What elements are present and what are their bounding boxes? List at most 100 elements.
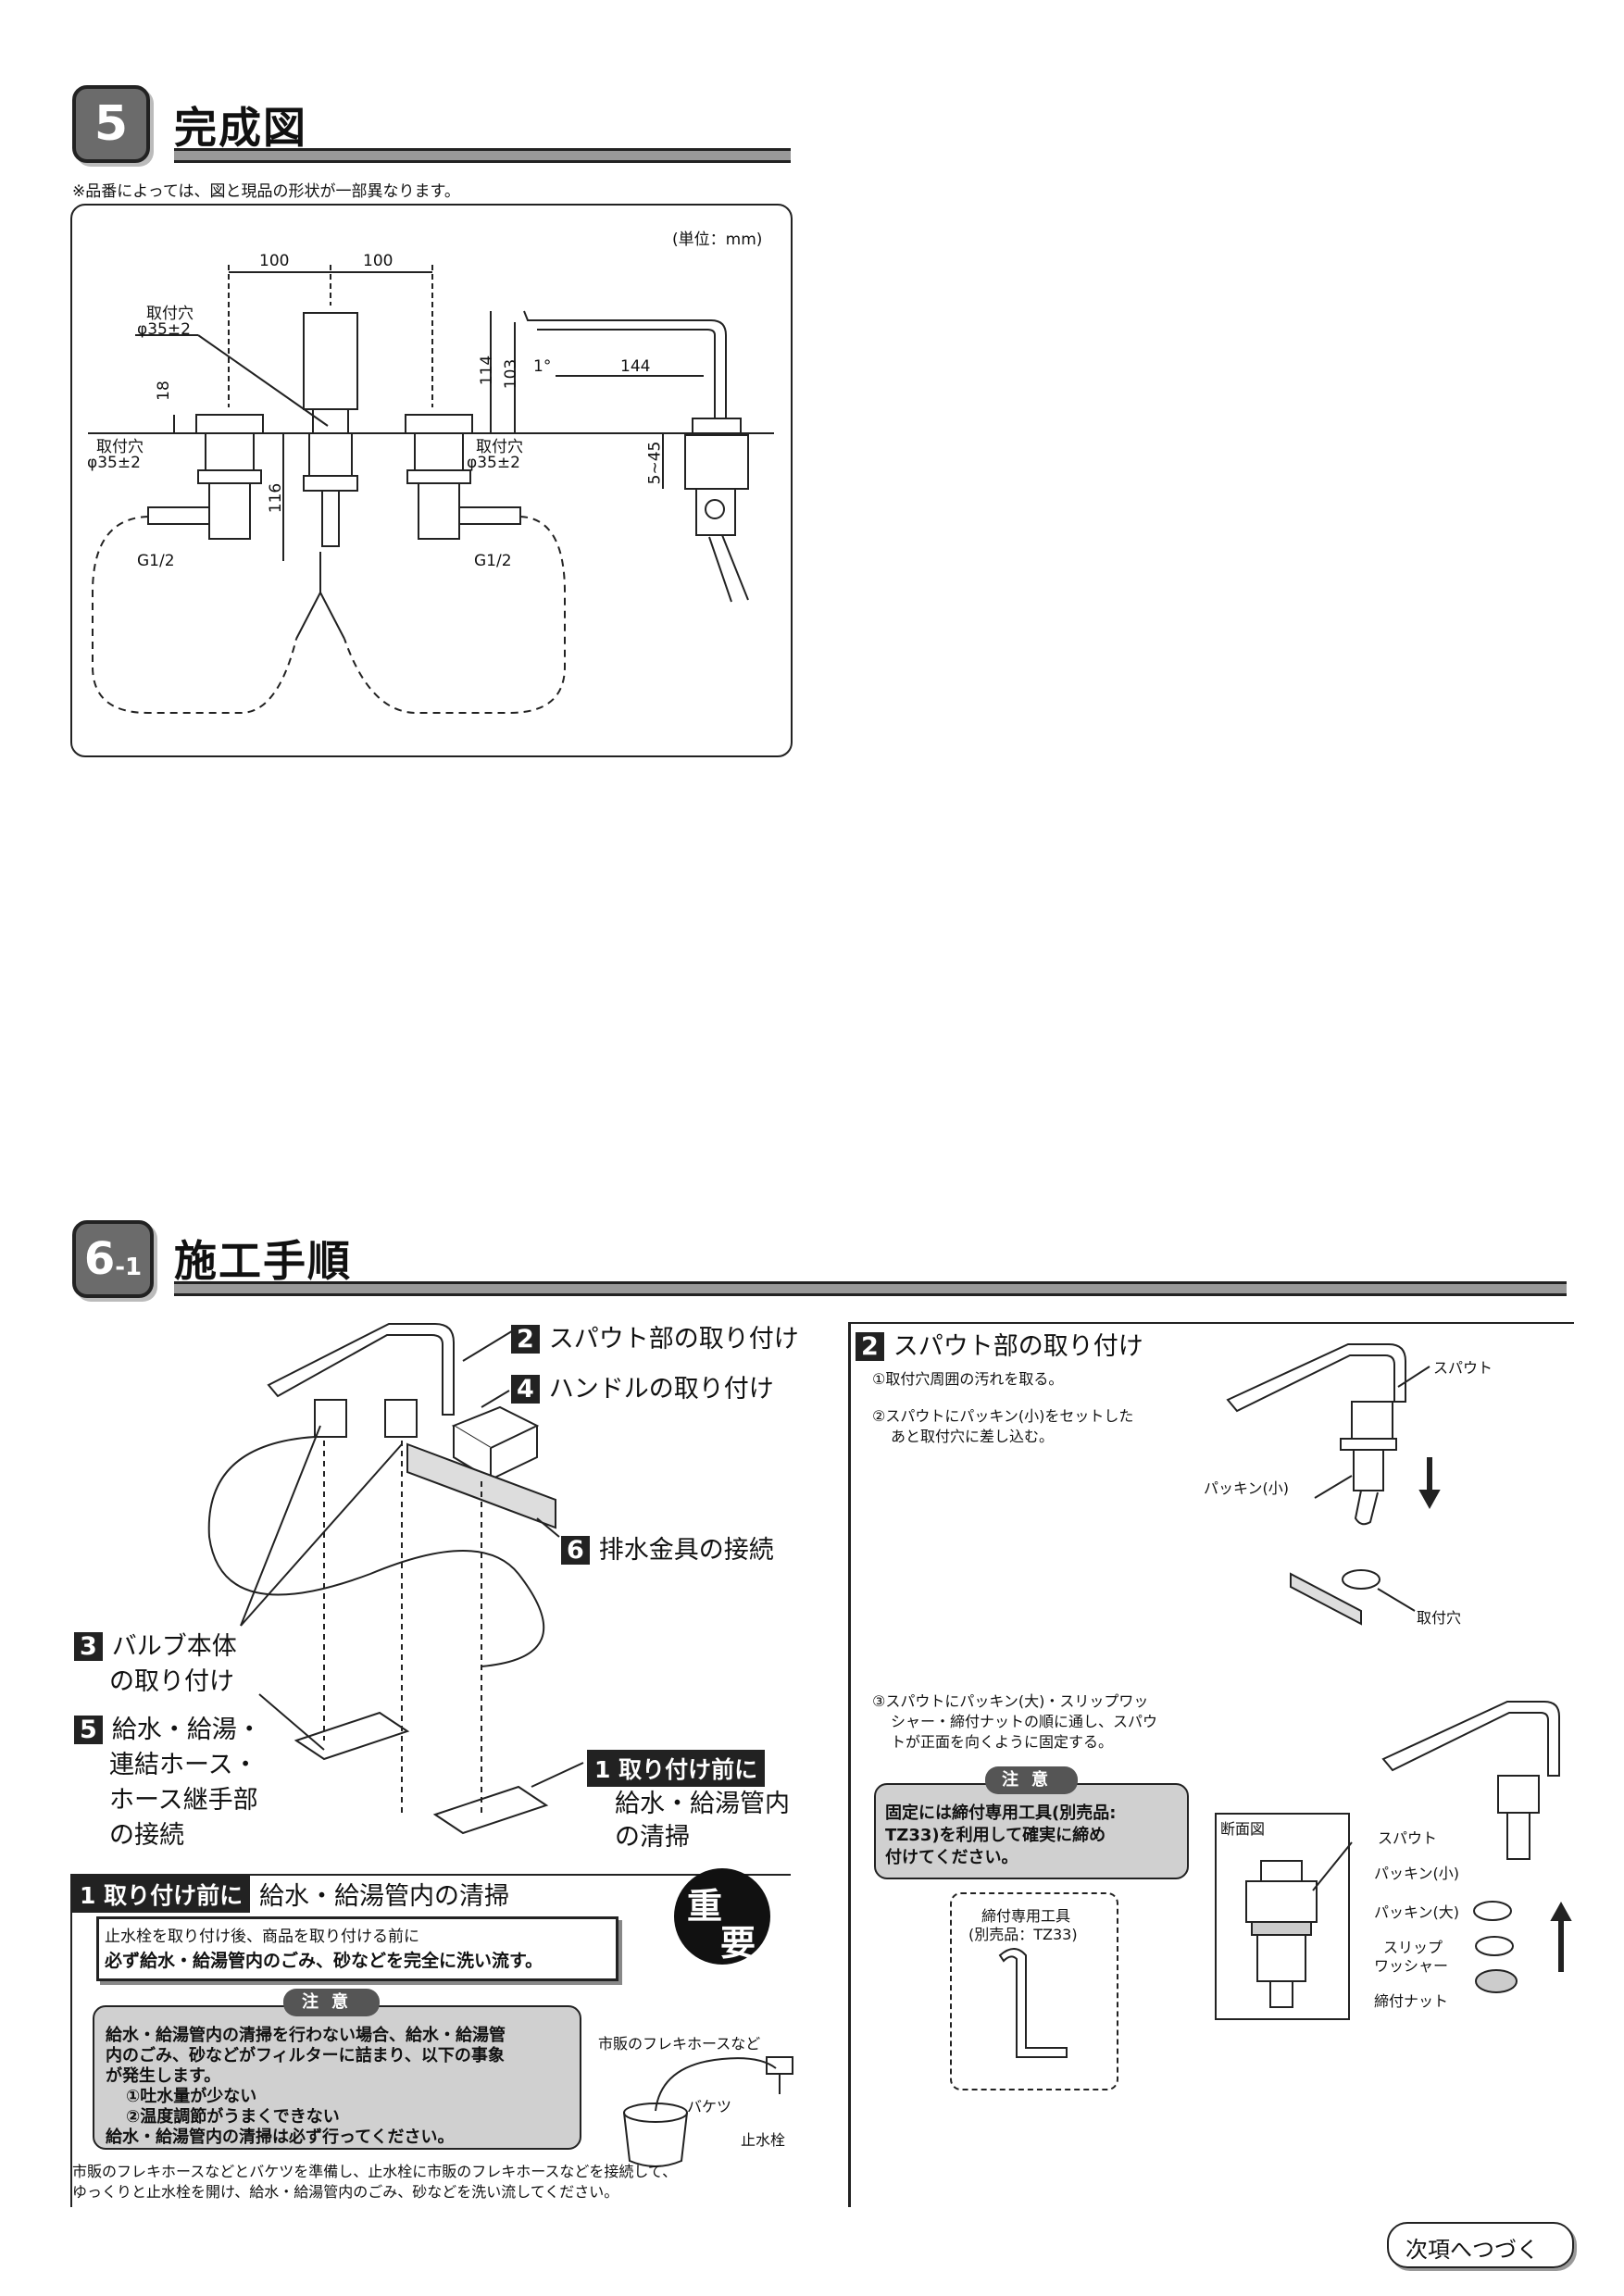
prep-footer-line2: ゆっくりと止水栓を開け、給水・給湯管内のごみ、砂などを洗い流してください。 — [72, 2183, 619, 2201]
callout-prep-line2: の清掃 — [615, 1823, 690, 1852]
spout-step-3a: ③スパウトにパッキン(大)・スリップワッ — [872, 1692, 1149, 1710]
prep-caution-line1: 給水・給湯管内の清掃を行わない場合、給水・給湯管 — [106, 2026, 506, 2045]
important-char-2: 要 — [720, 1923, 756, 1964]
prep-head: 1 取り付け前に — [72, 1876, 251, 1913]
next-page-text: 次項へつづく — [1405, 2237, 1539, 2263]
label2-spout: スパウト — [1378, 1829, 1438, 1847]
spout-step-1: ①取付穴周囲の汚れを取る。 — [872, 1370, 1064, 1388]
callout-valve-num: 3 — [74, 1632, 103, 1661]
label2-packing-small: パッキン(小) — [1374, 1865, 1460, 1882]
callout-valve-line2: の取り付け — [109, 1667, 234, 1696]
prep-footer-line1: 市販のフレキホースなどとバケツを準備し、止水栓に市販のフレキホースなどを接続して… — [72, 2163, 678, 2180]
callout-hose-num: 5 — [74, 1716, 103, 1744]
label-mounting-hole: 取付穴 — [1417, 1609, 1462, 1627]
spout-heading-text: スパウト部の取り付け — [893, 1332, 1143, 1361]
spout-column-divider — [848, 1322, 851, 2207]
spout-column-topline — [848, 1322, 1574, 1324]
spout-step-2a: ②スパウトにパッキン(小)をセットした — [872, 1407, 1134, 1425]
callout-valve: 3 バルブ本体 — [74, 1626, 237, 1662]
label2-slip-2: ワッシャー — [1374, 1957, 1449, 1975]
label-packing-small: パッキン(小) — [1204, 1479, 1290, 1497]
spout-caution-box — [874, 1783, 1189, 1879]
tool-label-2: (別売品：TZ33) — [968, 1926, 1078, 1943]
hole-label-3: 取付穴 — [476, 438, 523, 456]
cross-section-frame — [1215, 1813, 1350, 2020]
callout-handle-text: ハンドルの取り付け — [548, 1375, 774, 1404]
fig-flex-hose-label: 市販のフレキホースなど — [598, 2035, 761, 2053]
spout-step-3b: シャー・締付ナットの順に通し、スパウ — [891, 1713, 1158, 1730]
important-char-1: 重 — [687, 1886, 723, 1927]
label2-nut: 締付ナット — [1374, 1992, 1449, 2010]
prep-caution-box — [93, 2005, 581, 2150]
spout-caution-line3: 付けてください。 — [885, 1848, 1018, 1867]
hole-label-1: 取付穴 — [146, 305, 194, 323]
prep-caution-line4: ①吐水量が少ない — [126, 2087, 257, 2106]
dim-100-right: 100 — [363, 252, 394, 270]
callout-valve-line1: バルブ本体 — [111, 1632, 237, 1661]
important-badge: 重 要 — [674, 1868, 770, 1965]
prep-section-leftline — [70, 1874, 72, 2207]
section-5-title: 完成図 — [174, 103, 307, 153]
prep-caution-tag: 注意 — [283, 1989, 380, 2016]
prep-instruction-box: 止水栓を取り付け後、商品を取り付ける前に 必ず給水・給湯管内のごみ、砂などを完全… — [96, 1916, 618, 1981]
hole-dim-2: φ35±2 — [87, 454, 141, 472]
cross-section-label: 断面図 — [1220, 1820, 1266, 1838]
section-6-title: 施工手順 — [174, 1236, 352, 1286]
section-5-rule — [174, 148, 791, 163]
dim-100-left: 100 — [259, 252, 290, 270]
tool-label-1: 締付専用工具 — [981, 1907, 1071, 1925]
label2-slip-1: スリップ — [1383, 1939, 1443, 1956]
section-6-rule — [174, 1281, 1567, 1296]
next-page-pill: 次項へつづく — [1387, 2222, 1574, 2268]
spout-caution-line2: TZ33)を利用して確実に締め — [885, 1826, 1106, 1845]
prep-caution-line3: が発生します。 — [106, 2066, 221, 2086]
callout-spout-num: 2 — [511, 1325, 540, 1354]
callout-handle: 4 ハンドルの取り付け — [511, 1368, 774, 1404]
g12-right: G1/2 — [474, 552, 512, 570]
fig-stopcock-label: 止水栓 — [741, 2131, 786, 2149]
section-5-number: 5 — [94, 96, 129, 152]
prep-title: 給水・給湯管内の清掃 — [259, 1882, 509, 1911]
callout-hose-line2: 連結ホース・ — [109, 1751, 258, 1779]
completion-diagram-frame — [70, 204, 793, 757]
hole-label-2: 取付穴 — [96, 438, 144, 456]
hole-dim-3: φ35±2 — [467, 454, 520, 472]
section-6-badge: 6-1 — [72, 1220, 154, 1298]
callout-spout: 2 スパウト部の取り付け — [511, 1318, 799, 1354]
prep-instruction-line2: 必ず給水・給湯管内のごみ、砂などを完全に洗い流す。 — [105, 1951, 543, 1971]
callout-prep-line1: 給水・給湯管内 — [615, 1790, 790, 1818]
callout-handle-num: 4 — [511, 1375, 540, 1404]
section-5-badge: 5 — [72, 85, 150, 163]
label2-packing-large: パッキン(大) — [1374, 1903, 1460, 1921]
spout-step-3c: トが正面を向くように固定する。 — [891, 1733, 1114, 1751]
unit-label: (単位：mm) — [672, 231, 763, 249]
prep-caution-line6: 給水・給湯管内の清掃は必ず行ってください。 — [106, 2128, 455, 2147]
callout-spout-text: スパウト部の取り付け — [548, 1325, 799, 1354]
spout-heading-num: 2 — [856, 1332, 884, 1361]
spout-step-2b: あと取付穴に差し込む。 — [891, 1428, 1055, 1445]
prep-caution-line5: ②温度調節がうまくできない — [126, 2107, 340, 2127]
dim-144: 144 — [620, 357, 651, 376]
callout-prep-head: 1 取り付け前に — [587, 1750, 766, 1787]
g12-left: G1/2 — [137, 552, 175, 570]
fig-bucket-label: バケツ — [687, 2098, 732, 2115]
callout-hose-line3: ホース継手部 — [109, 1786, 258, 1815]
section-6-subnumber: -1 — [115, 1254, 143, 1281]
section-6-number: 6 — [83, 1233, 116, 1285]
prep-instruction-line1: 止水栓を取り付け後、商品を取り付ける前に — [105, 1928, 419, 1946]
section-5-note: ※品番によっては、図と現品の形状が一部異なります。 — [72, 182, 460, 201]
spout-caution-line1: 固定には締付専用工具(別売品: — [885, 1803, 1117, 1823]
prep-caution-line2: 内のごみ、砂などがフィルターに詰まり、以下の事象 — [106, 2046, 505, 2065]
callout-drain-num: 6 — [561, 1536, 590, 1565]
dim-angle: 1° — [533, 357, 552, 376]
label-spout: スパウト — [1433, 1359, 1493, 1377]
tool-box — [950, 1892, 1118, 2090]
